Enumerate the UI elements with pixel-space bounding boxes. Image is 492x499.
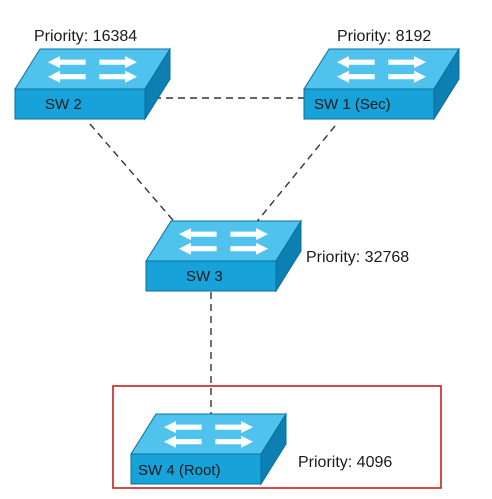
switch-icon [130, 412, 287, 486]
links [89, 97, 336, 424]
priority-label-sw3: Priority: 32768 [306, 249, 409, 266]
switch-sw1[interactable]: SW 1 (Sec) [303, 47, 460, 121]
priority-label-sw4: Priority: 4096 [298, 454, 392, 471]
switch-icon [303, 47, 460, 121]
switch-icon [14, 47, 171, 121]
switch-label: SW 4 (Root) [138, 462, 221, 479]
switch-label: SW 3 [186, 268, 223, 285]
switch-label: SW 2 [45, 96, 82, 113]
priority-label-sw2: Priority: 16384 [34, 28, 137, 45]
switch-icon [145, 219, 302, 293]
link-sw1-sw3 [254, 125, 336, 225]
switch-sw3[interactable]: SW 3 [145, 219, 302, 293]
switch-sw2[interactable]: SW 2 [14, 47, 171, 121]
link-sw2-sw3 [89, 123, 179, 227]
priority-label-sw1: Priority: 8192 [337, 28, 431, 45]
root-highlight-box [112, 385, 442, 489]
switch-sw4[interactable]: SW 4 (Root) [130, 412, 287, 486]
switch-label: SW 1 (Sec) [314, 96, 391, 113]
